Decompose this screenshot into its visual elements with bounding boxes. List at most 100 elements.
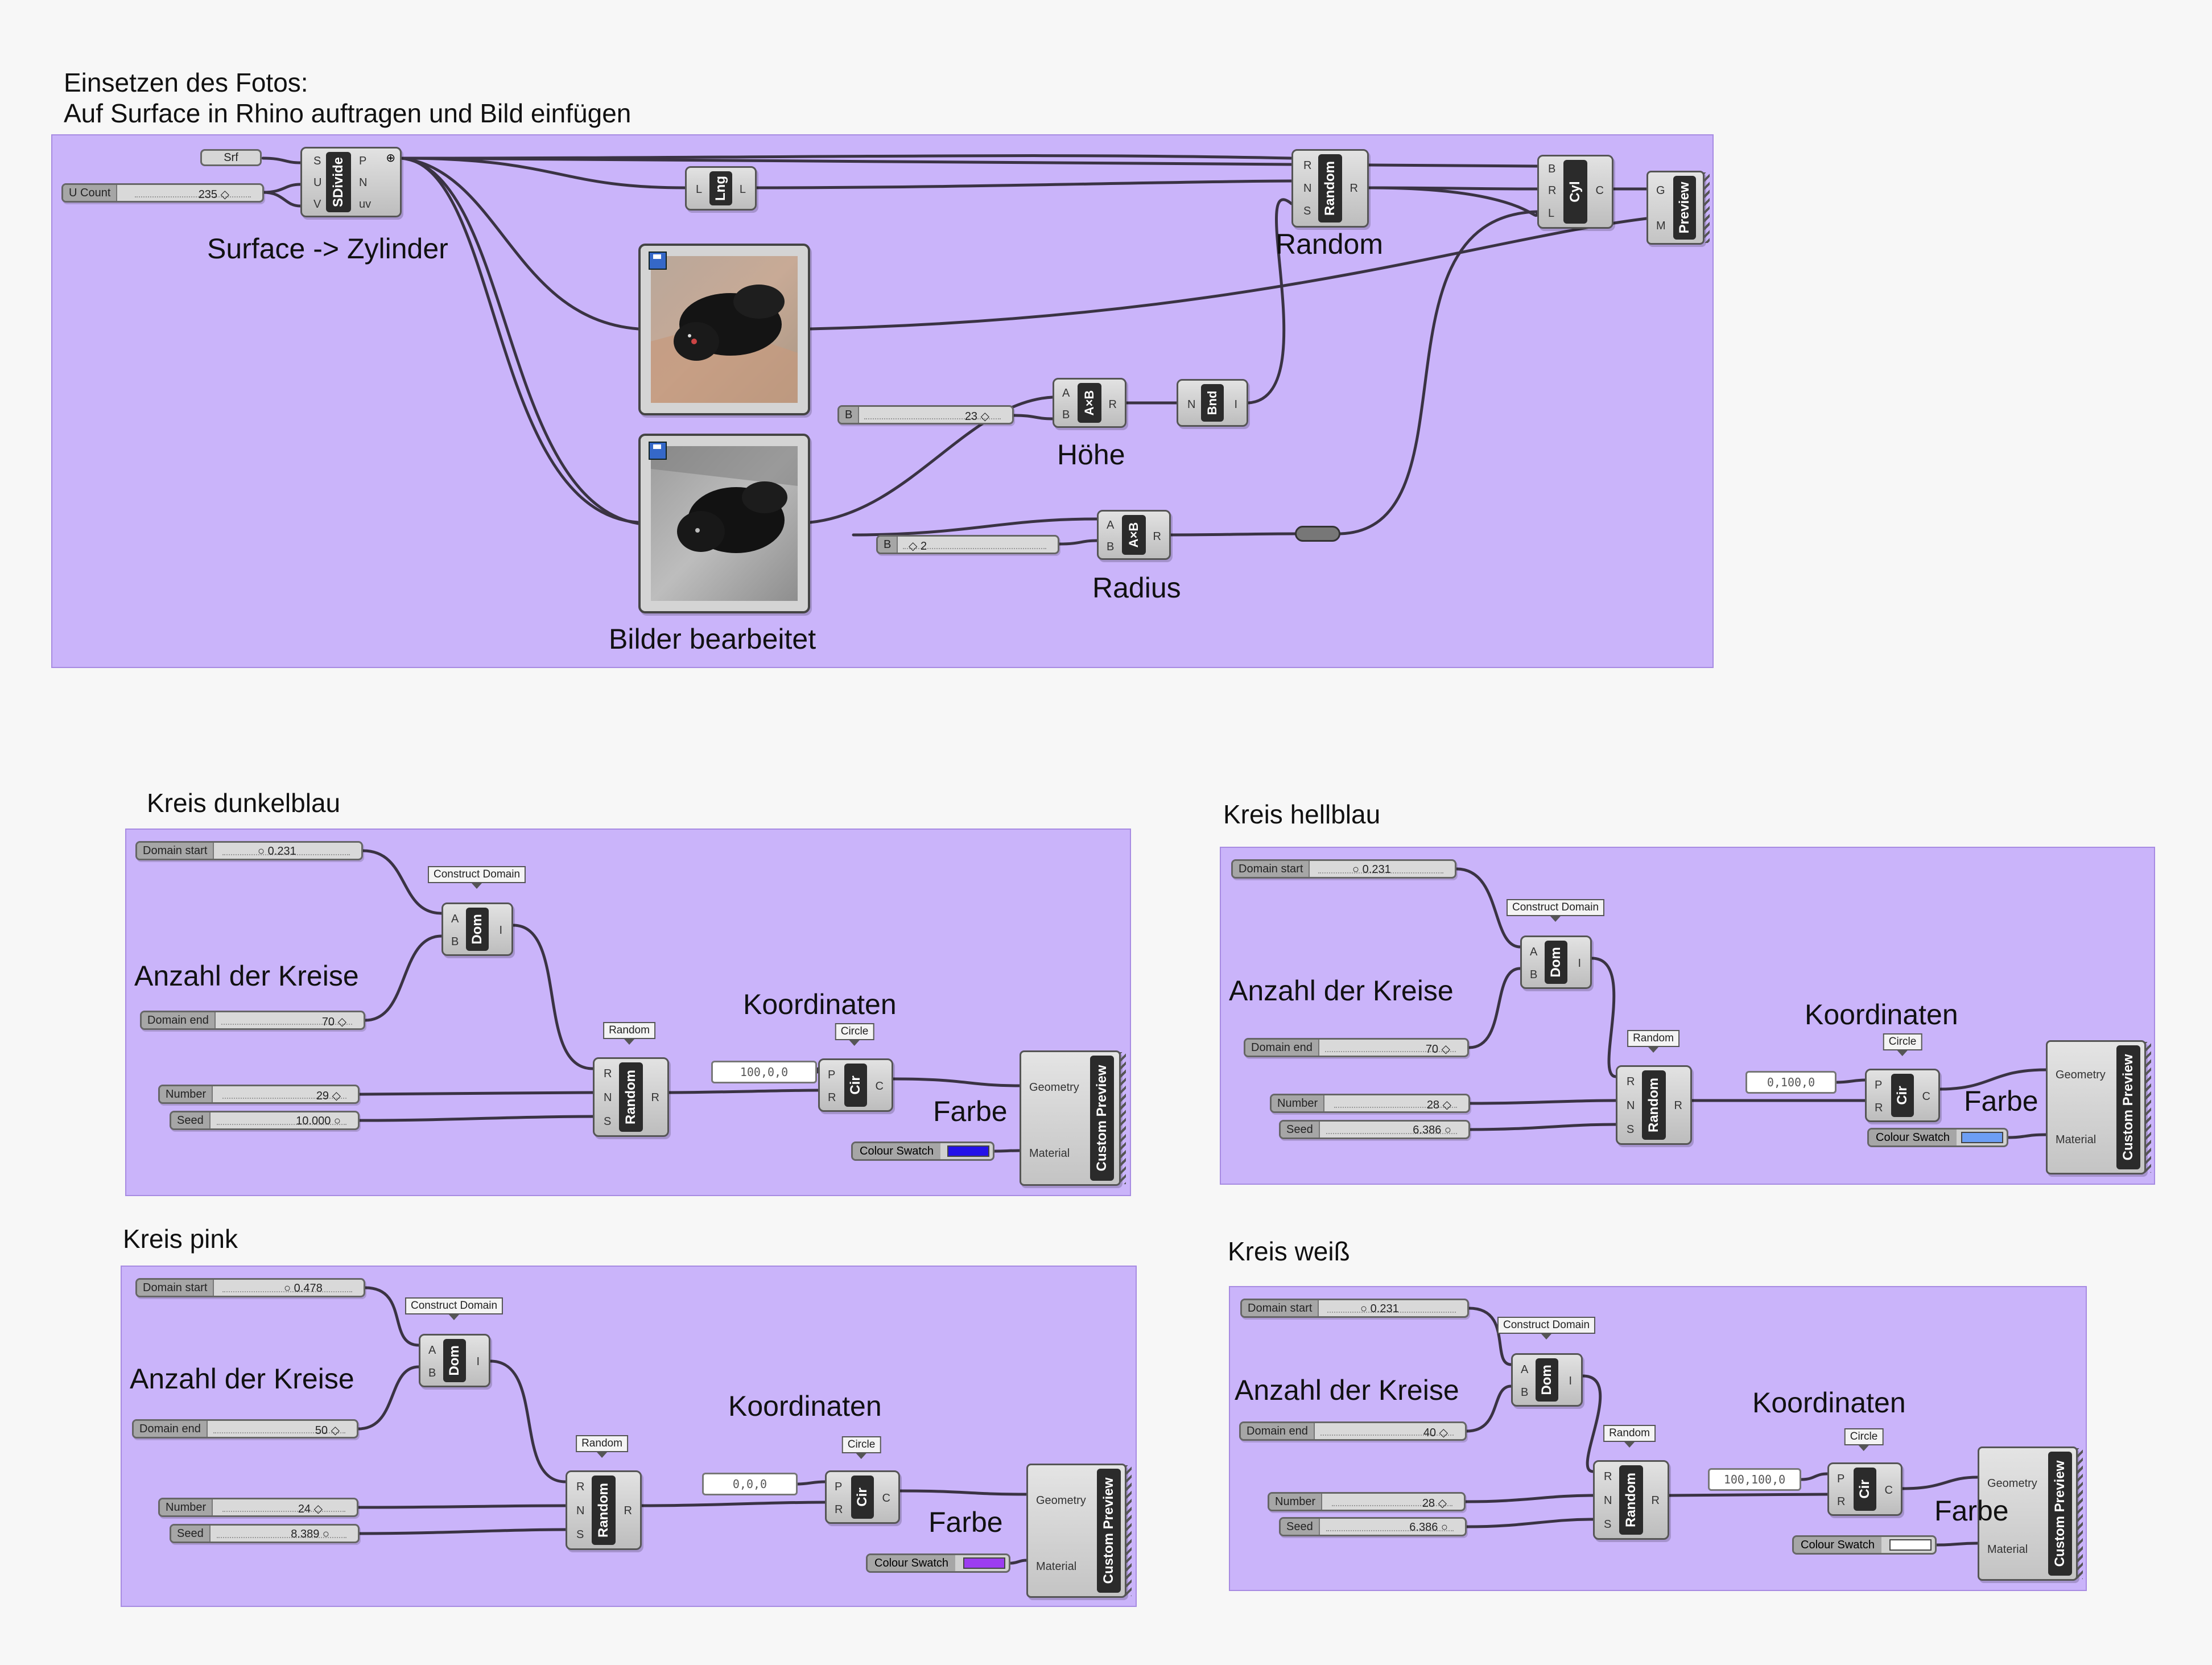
port-m[interactable]: M [1656,220,1666,232]
slider-b-2[interactable]: B ◇ 2 [876,535,1059,554]
cir-component[interactable]: P R Cir C [825,1470,900,1524]
swatch-color-chip[interactable] [1889,1539,1932,1551]
port-material[interactable]: Material [1036,1560,1077,1573]
slider-track[interactable] [217,1117,346,1125]
slider-track[interactable] [1327,1305,1456,1313]
port-s[interactable]: S [1627,1123,1635,1136]
port-r-out[interactable]: R [1651,1494,1660,1507]
coordinates-panel[interactable]: 100,0,0 [711,1061,817,1083]
port-b[interactable]: B [1521,1386,1529,1399]
port-r[interactable]: R [576,1481,585,1493]
image-sampler-1[interactable] [638,244,810,415]
srf-param[interactable]: Srf [200,149,262,166]
dom-component[interactable]: A B Dom I [1520,935,1592,989]
port-p[interactable]: P [1875,1079,1883,1091]
dom-component[interactable]: A B Dom I [419,1334,490,1387]
cir-component[interactable]: P R Cir C [1827,1462,1903,1516]
random-component[interactable]: R N S Random R [593,1057,669,1137]
port-r[interactable]: R [1303,159,1312,172]
port-c[interactable]: C [882,1492,890,1505]
colour-swatch[interactable]: Colour Swatch [851,1141,994,1161]
port-r[interactable]: R [1604,1470,1612,1483]
slider-track[interactable] [1326,1523,1454,1531]
random-component[interactable]: R N S Random R [1593,1460,1669,1540]
domain-end-slider[interactable]: Domain end 70 ◇ [140,1011,365,1030]
port-u[interactable]: U [313,176,322,189]
slider-track[interactable] [1320,1428,1454,1436]
custom-preview-component[interactable]: Geometry Material Custom Preview [1026,1464,1132,1598]
slider-track[interactable] [221,1017,352,1025]
port-i[interactable]: I [1578,957,1581,970]
port-r[interactable]: R [1627,1075,1635,1088]
seed-slider[interactable]: Seed 10.000 ○ [170,1111,360,1130]
slider-track[interactable] [1332,1498,1452,1506]
port-r-out[interactable]: R [1674,1099,1682,1112]
port-r-out[interactable]: R [624,1505,632,1517]
port-r[interactable]: R [835,1503,843,1516]
preview-component[interactable]: G M Preview [1646,171,1710,245]
domain-end-slider[interactable]: Domain end 40 ◇ [1239,1421,1467,1441]
number-slider[interactable]: Number 24 ◇ [158,1498,358,1517]
coordinates-panel[interactable]: 0,0,0 [702,1473,798,1495]
port-material[interactable]: Material [1029,1147,1070,1160]
port-s[interactable]: S [313,155,321,167]
port-b[interactable]: B [1530,968,1538,981]
port-s[interactable]: S [1604,1518,1612,1531]
slider-b-23[interactable]: B 23 ◇ [837,405,1014,425]
port-geometry[interactable]: Geometry [1029,1081,1079,1094]
colour-swatch[interactable]: Colour Swatch [866,1553,1010,1573]
slider-track[interactable] [217,1530,346,1538]
number-slider[interactable]: Number 29 ◇ [158,1085,360,1104]
slider-track[interactable] [1318,866,1443,873]
port-l-out[interactable]: L [739,183,746,196]
port-a[interactable]: A [428,1344,436,1357]
port-b[interactable]: B [428,1367,436,1379]
port-n[interactable]: N [604,1091,612,1104]
dom-component[interactable]: A B Dom I [441,902,513,956]
cyl-component[interactable]: B R L Cyl C [1537,155,1613,229]
lng-component[interactable]: L Lng L [685,166,757,211]
domain-start-slider[interactable]: Domain start ○ 0.478 [135,1278,365,1297]
port-l[interactable]: L [1548,207,1555,220]
relay-node[interactable] [1295,526,1340,542]
random-component[interactable]: R N S Random R [566,1470,642,1550]
port-a[interactable]: A [451,913,459,925]
port-p[interactable]: P [828,1069,836,1081]
mult-component-radius[interactable]: A B A×B R [1097,510,1171,560]
port-n[interactable]: N [1627,1099,1635,1112]
port-n[interactable]: N [359,176,368,189]
custom-preview-component[interactable]: Geometry Material Custom Preview [2046,1040,2151,1174]
custom-preview-component[interactable]: Geometry Material Custom Preview [1020,1050,1126,1186]
slider-track[interactable] [222,1091,346,1099]
seed-slider[interactable]: Seed 8.389 ○ [170,1524,360,1543]
port-material[interactable]: Material [2056,1134,2097,1146]
port-r[interactable]: R [1153,530,1161,543]
slider-track[interactable] [135,189,251,197]
port-s[interactable]: S [604,1115,612,1128]
slider-track[interactable] [222,1504,345,1512]
colour-swatch[interactable]: Colour Swatch [1867,1128,2008,1147]
port-i[interactable]: I [499,924,502,937]
port-geometry[interactable]: Geometry [2056,1069,2106,1081]
save-icon[interactable] [649,252,667,270]
swatch-color-chip[interactable] [963,1557,1005,1569]
port-b[interactable]: B [1062,409,1070,421]
ucount-slider[interactable]: U Count 235 ◇ [61,183,264,203]
port-r[interactable]: R [1548,184,1557,197]
port-b[interactable]: B [1548,163,1556,175]
domain-end-slider[interactable]: Domain end 50 ◇ [132,1419,358,1439]
port-b[interactable]: B [451,935,459,948]
port-i[interactable]: I [1569,1375,1572,1387]
colour-swatch[interactable]: Colour Swatch [1792,1535,1937,1555]
seed-slider[interactable]: Seed 6.386 ○ [1279,1120,1470,1139]
coordinates-panel[interactable]: 0,100,0 [1745,1071,1837,1094]
port-s[interactable]: S [576,1528,584,1541]
port-r-out[interactable]: R [1350,182,1358,195]
domain-start-slider[interactable]: Domain start ○ 0.231 [1240,1299,1469,1318]
port-a[interactable]: A [1530,946,1538,958]
port-p[interactable]: P [359,155,367,167]
slider-track[interactable] [903,541,1046,549]
port-s[interactable]: S [1303,205,1311,217]
slider-track[interactable] [222,1284,352,1292]
port-material[interactable]: Material [1987,1543,2028,1556]
